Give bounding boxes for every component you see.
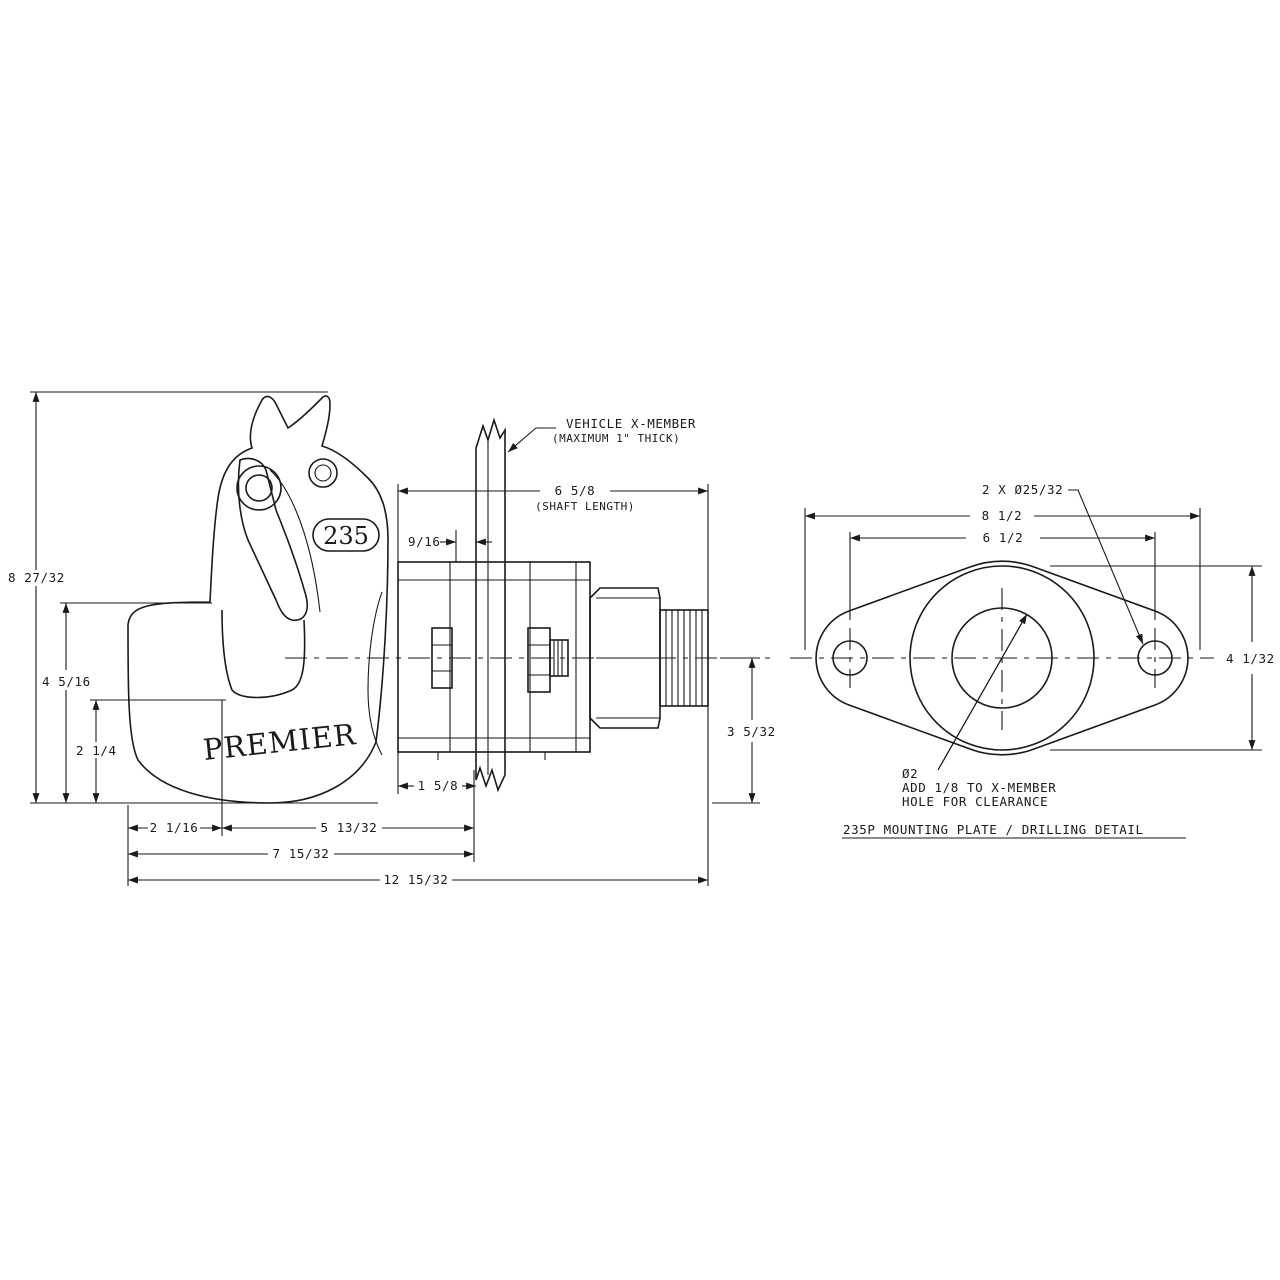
shaft-housing bbox=[397, 561, 591, 760]
dimension-lines-bottom bbox=[127, 484, 709, 886]
dim-throat-height: 2 1/4 bbox=[76, 743, 117, 758]
dim-hook-tip-to-center: 2 1/16 bbox=[150, 820, 199, 835]
mounting-plate-view bbox=[790, 489, 1262, 839]
dim-flange-depth: 1 5/8 bbox=[418, 778, 459, 793]
dim-plate-overall-width: 8 1/2 bbox=[982, 508, 1023, 523]
brand-text: PREMIER bbox=[201, 717, 358, 767]
dimension-lines-left bbox=[30, 391, 378, 804]
plate-detail-title: 235P MOUNTING PLATE / DRILLING DETAIL bbox=[843, 822, 1144, 837]
xmember-callout-line1: VEHICLE X-MEMBER bbox=[566, 416, 696, 431]
dim-hook-height: 4 5/16 bbox=[42, 674, 91, 689]
latch-pivot-inner bbox=[245, 474, 273, 502]
dim-center-to-bottom: 3 5/32 bbox=[727, 724, 776, 739]
dim-center-to-xmember: 5 13/32 bbox=[321, 820, 378, 835]
dim-shaft-length: 6 5/8 bbox=[555, 483, 596, 498]
shaft-nut bbox=[589, 587, 709, 729]
dim-overall-height: 8 27/32 bbox=[8, 570, 65, 585]
bore-note-line1: ADD 1/8 TO X-MEMBER bbox=[902, 780, 1056, 795]
lock-pin-outer bbox=[308, 458, 338, 488]
dim-plate-thick: 9/16 bbox=[408, 534, 441, 549]
bore-note-line2: HOLE FOR CLEARANCE bbox=[902, 794, 1048, 809]
dimension-lines-top bbox=[397, 427, 760, 804]
hole-count-diameter: 2 X Ø25/32 bbox=[982, 482, 1063, 497]
dim-plate-height: 4 1/32 bbox=[1226, 651, 1275, 666]
vehicle-x-member bbox=[475, 417, 506, 793]
dim-plate-hole-spacing: 6 1/2 bbox=[983, 530, 1024, 545]
model-badge bbox=[312, 518, 380, 552]
lock-pin-inner bbox=[314, 464, 332, 482]
pintle-hook-side-view: 235 PREMIER bbox=[127, 395, 389, 804]
dim-overall-length: 12 15/32 bbox=[383, 872, 448, 887]
dim-nose-to-xmember: 7 15/32 bbox=[273, 846, 330, 861]
mounting-plate-outline bbox=[815, 560, 1189, 756]
collar-front-arc bbox=[367, 591, 383, 756]
latch-pivot-outer bbox=[236, 465, 282, 511]
bolt-nut-right bbox=[527, 627, 551, 693]
latch-arm bbox=[237, 457, 308, 621]
bore-diameter: Ø2 bbox=[902, 766, 918, 781]
hook-throat bbox=[221, 609, 306, 699]
model-number: 235 bbox=[323, 522, 369, 550]
dim-shaft-length-note: (SHAFT LENGTH) bbox=[535, 500, 635, 513]
xmember-callout-line2: (MAXIMUM 1" THICK) bbox=[552, 432, 680, 445]
latch-spring bbox=[269, 469, 321, 613]
